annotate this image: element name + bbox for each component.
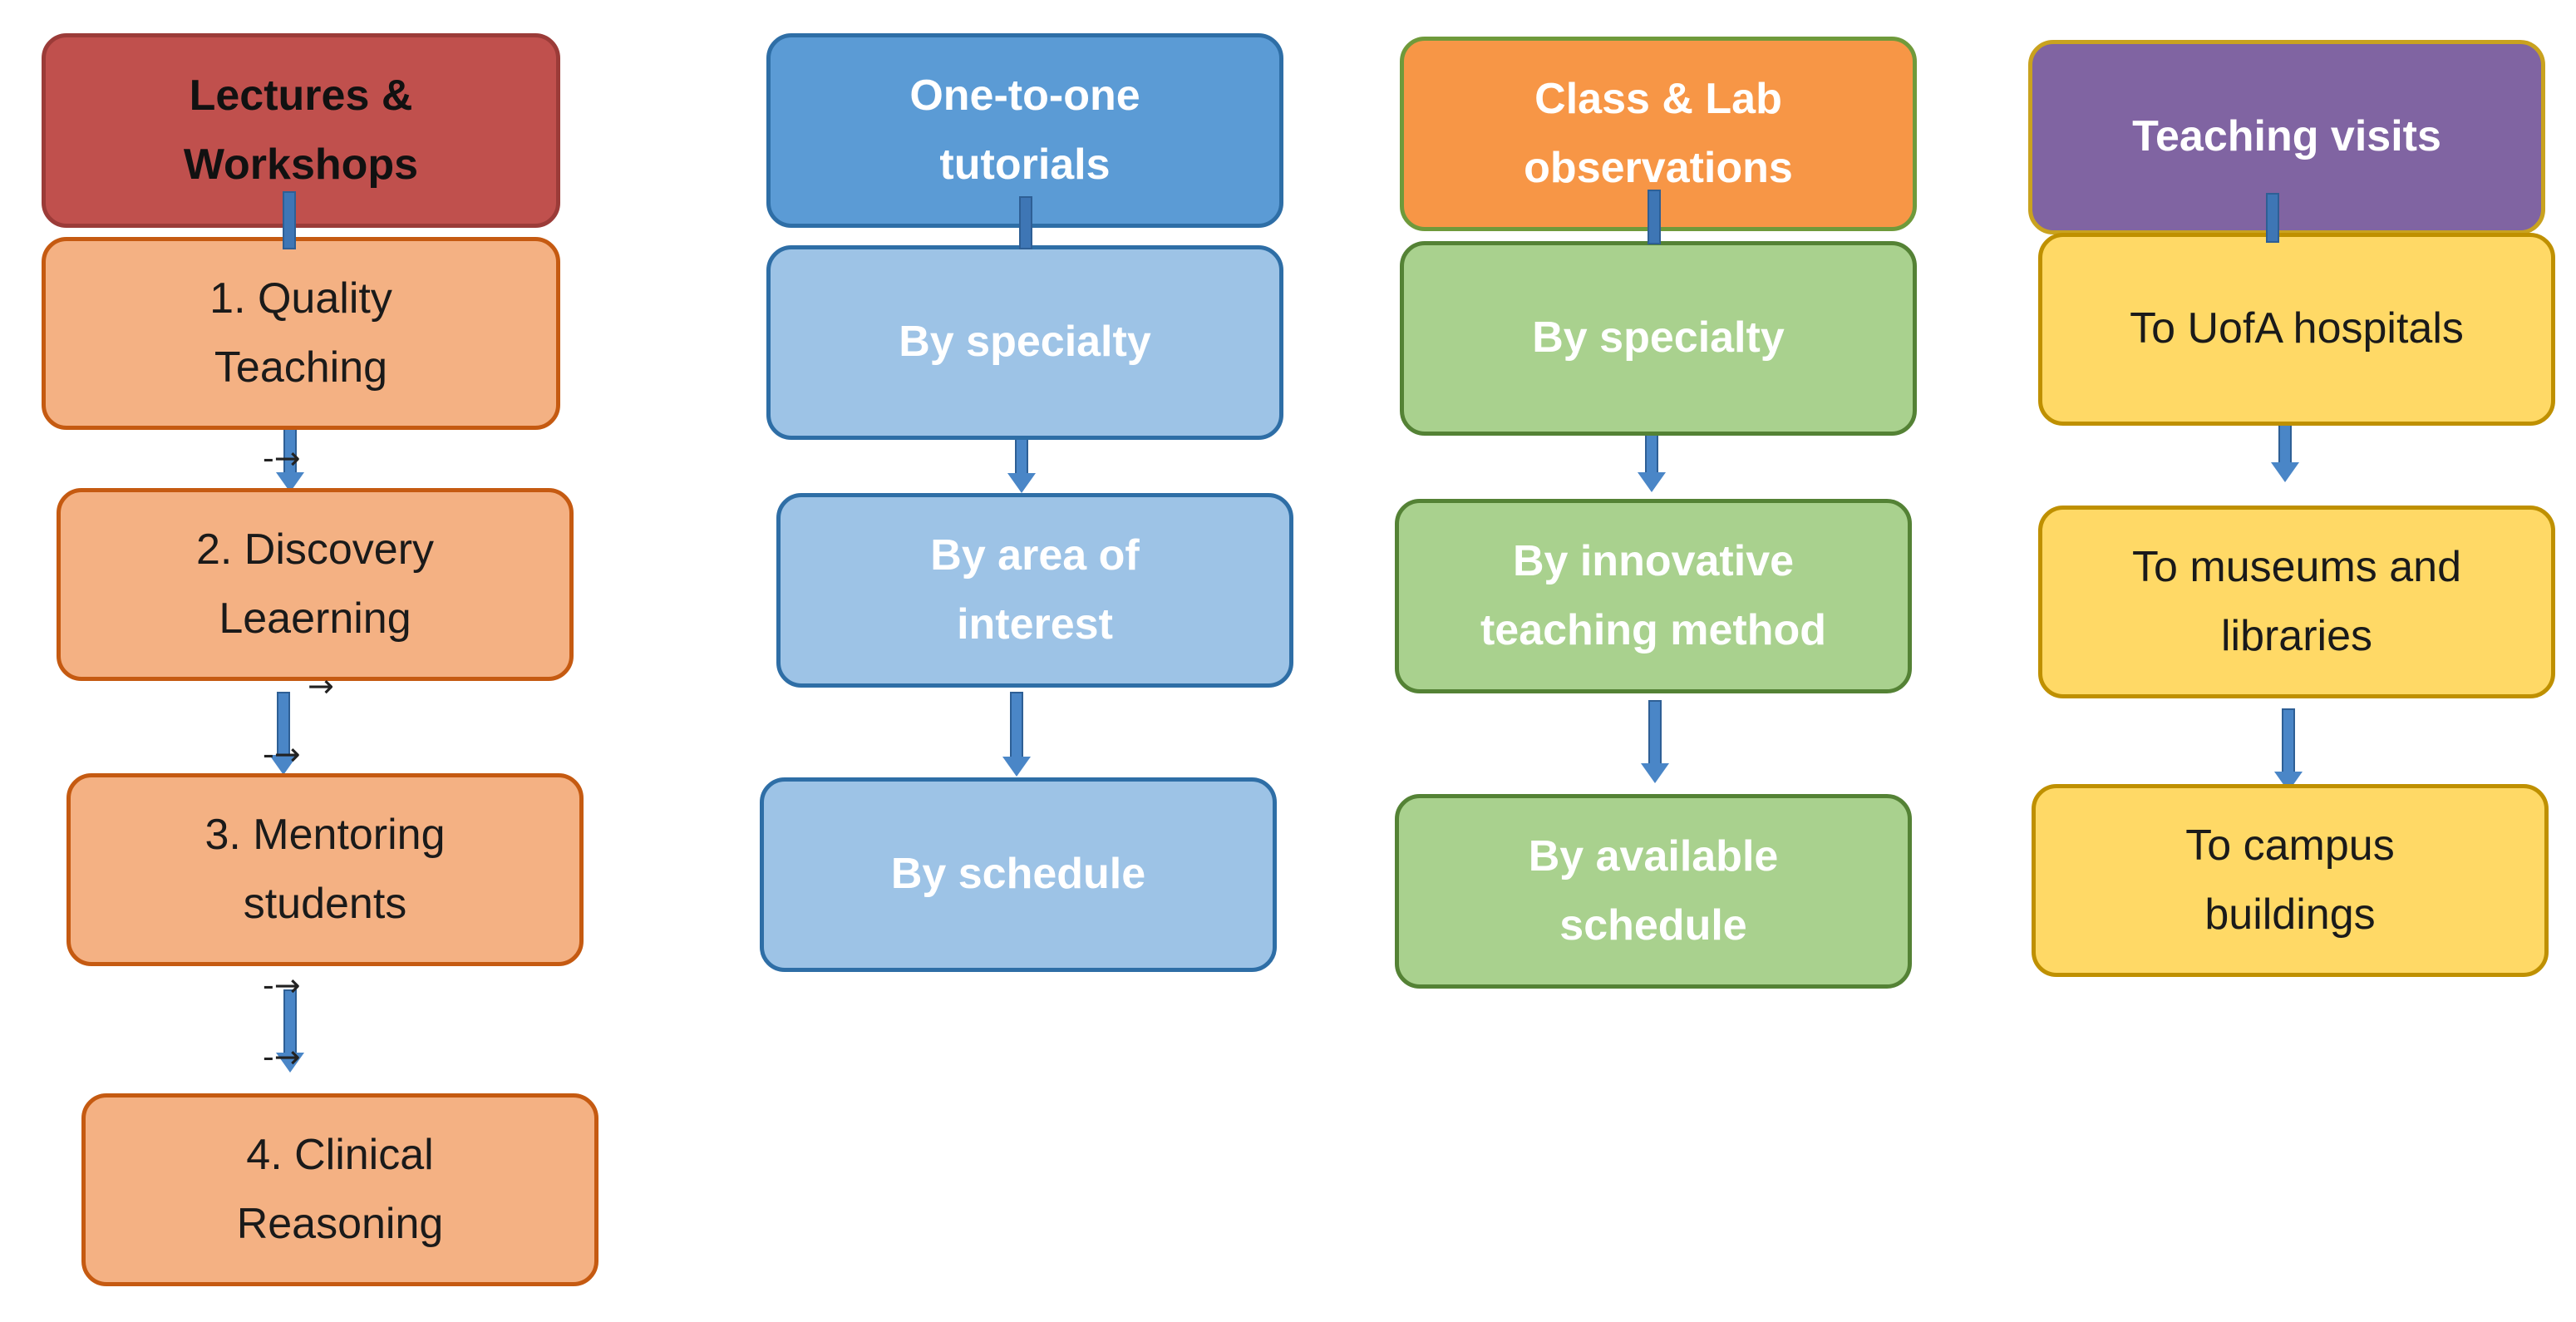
down-arrow	[269, 692, 298, 775]
down-arrow	[1641, 700, 1669, 783]
stray-arrow-mark: -→	[263, 967, 301, 1004]
box-label: To UofA hospitals	[2130, 304, 2464, 353]
header-label: Lectures & Workshops	[183, 71, 419, 189]
box-label: 2. Discovery Leaerning	[195, 525, 435, 643]
tutorial-by-area-of-interest-box: By area of interest	[776, 493, 1293, 688]
stray-arrow-mark: -→	[263, 1038, 301, 1075]
quality-teaching-box: 1. Quality Teaching	[42, 237, 560, 430]
class-lab-observations-header: Class & Lab observations	[1400, 37, 1917, 231]
box-label: By specialty	[1532, 313, 1785, 363]
down-arrow	[2274, 708, 2303, 792]
header-label: Teaching visits	[2132, 112, 2441, 161]
down-arrow	[1002, 692, 1031, 777]
header-connector	[2266, 193, 2279, 243]
box-label: 1. Quality Teaching	[209, 274, 392, 392]
box-label: By available schedule	[1528, 831, 1779, 950]
header-label: One-to-one tutorials	[909, 71, 1140, 189]
tutorial-by-specialty-box: By specialty	[766, 245, 1283, 440]
lectures-workshops-header: Lectures & Workshops	[42, 33, 560, 228]
header-label: Class & Lab observations	[1524, 74, 1793, 192]
visit-campus-buildings-box: To campus buildings	[2032, 784, 2549, 977]
tutorial-by-schedule-box: By schedule	[760, 777, 1277, 972]
mentoring-students-box: 3. Mentoring students	[66, 773, 584, 966]
observation-by-available-schedule-box: By available schedule	[1395, 794, 1912, 989]
stray-arrow-mark: →	[308, 668, 334, 704]
visit-museums-libraries-box: To museums and libraries	[2038, 506, 2555, 698]
box-label: By schedule	[890, 850, 1146, 899]
box-label: 4. Clinical Reasoning	[236, 1130, 444, 1248]
box-label: 3. Mentoring students	[204, 810, 446, 928]
box-label: By area of interest	[930, 530, 1140, 649]
box-label: By innovative teaching method	[1480, 536, 1827, 654]
visit-uofa-hospitals-box: To UofA hospitals	[2038, 233, 2555, 426]
clinical-reasoning-box: 4. Clinical Reasoning	[81, 1093, 598, 1286]
down-arrow	[276, 989, 304, 1073]
stray-arrow-mark: -→	[263, 736, 301, 772]
discovery-learning-box: 2. Discovery Leaerning	[57, 488, 574, 681]
box-label: By specialty	[899, 318, 1151, 367]
teaching-visits-header: Teaching visits	[2028, 40, 2545, 234]
header-connector	[1648, 190, 1661, 244]
observation-by-specialty-box: By specialty	[1400, 241, 1917, 436]
observation-by-innovative-method-box: By innovative teaching method	[1395, 499, 1912, 693]
header-connector	[283, 191, 296, 249]
stray-arrow-mark: -→	[263, 440, 301, 476]
box-label: To campus buildings	[2185, 821, 2395, 939]
box-label: To museums and libraries	[2132, 542, 2461, 660]
header-connector	[1019, 196, 1032, 249]
